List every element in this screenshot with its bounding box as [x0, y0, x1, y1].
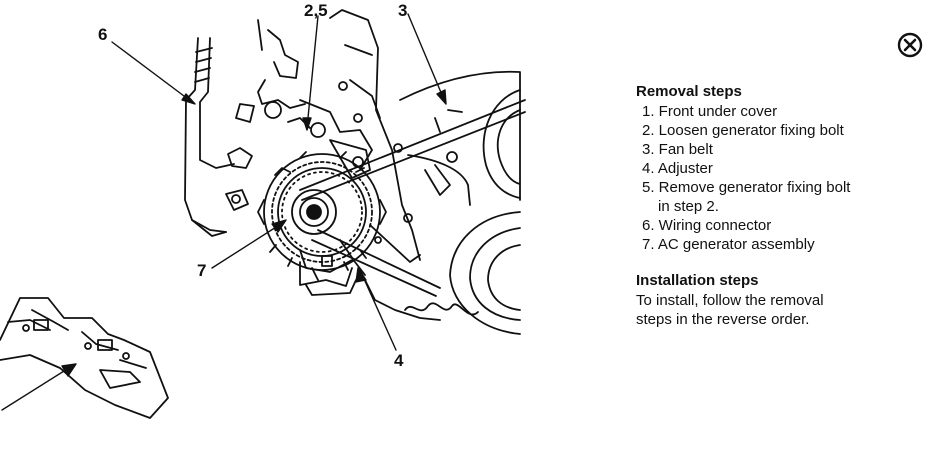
callout-6: 6 [98, 25, 108, 44]
ground-wave [404, 302, 479, 316]
removal-step: 7. AC generator assembly [642, 236, 815, 253]
removal-step: 3. Fan belt [642, 141, 713, 158]
callout-2-5: 2,5 [304, 1, 328, 20]
procedure-text: Removal steps 1. Front under cover 2. Lo… [636, 82, 926, 329]
leader-lines [1, 13, 447, 411]
installation-steps-heading: Installation steps [636, 272, 759, 289]
removal-step: 6. Wiring connector [642, 217, 772, 234]
callout-3: 3 [398, 1, 408, 20]
installation-text-line: steps in the reverse order. [636, 311, 810, 328]
wiring-harness [184, 37, 253, 237]
generator-removal-diagram: 6 2,5 3 7 4 [0, 1, 526, 419]
circled-x-icon [895, 30, 925, 60]
adjuster-bracket [299, 239, 366, 296]
removal-step: 4. Adjuster [642, 160, 713, 177]
removal-step: 1. Front under cover [642, 103, 778, 120]
callout-7: 7 [197, 261, 207, 280]
removal-step: 5. Remove generator fixing bolt [642, 179, 851, 196]
timing-belt-cover [399, 70, 521, 335]
removal-steps-list: 1. Front under cover 2. Loosen generator… [636, 102, 926, 254]
engine-block [329, 9, 441, 321]
front-under-cover [0, 297, 169, 419]
removal-step-continuation: in step 2. [658, 198, 719, 215]
callout-4: 4 [394, 351, 404, 370]
removal-steps-heading: Removal steps [636, 83, 742, 100]
removal-step: 2. Loosen generator fixing bolt [642, 122, 844, 139]
installation-text-line: To install, follow the removal [636, 292, 824, 309]
